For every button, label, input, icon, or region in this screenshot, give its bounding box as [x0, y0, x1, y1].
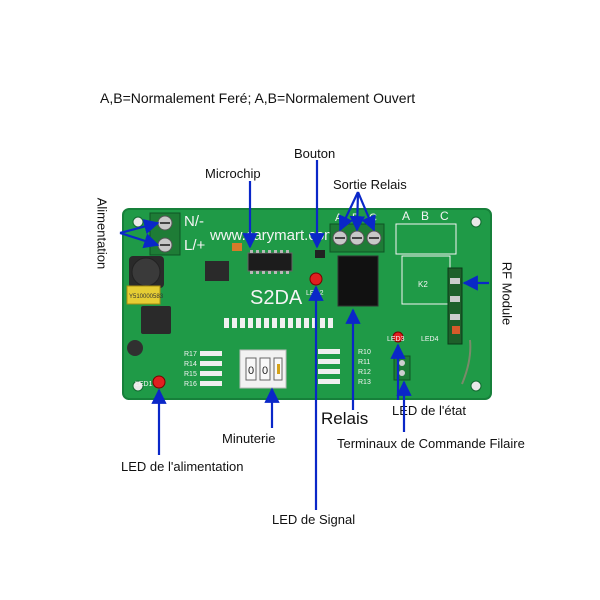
svg-text:R12: R12 [358, 369, 371, 376]
arrow-sortie-b [349, 191, 366, 232]
empty-relay-footprint: A B C K2 [395, 209, 457, 305]
svg-text:0: 0 [248, 365, 254, 377]
push-button [315, 250, 325, 258]
resistor-cluster-right: R10 R11 R12 R13 [318, 349, 371, 386]
wired-control-terminal [393, 355, 411, 381]
smd-row [224, 318, 333, 328]
mounting-hole [470, 216, 482, 228]
led-power [152, 375, 166, 389]
transformer [141, 306, 171, 334]
small-capacitor [127, 340, 143, 356]
resistor-cluster-left: R17 R14 R15 R16 [184, 351, 222, 388]
timer-switch: 0 0 [239, 349, 287, 389]
antenna-wire [461, 339, 472, 385]
power-terminal-block [149, 212, 181, 256]
term-label-n: N/- [184, 213, 204, 230]
callout-arrows [119, 160, 489, 510]
yellow-capacitor: Y510000583 [126, 285, 164, 305]
arrow-alim-top [119, 219, 160, 235]
microchip-ic [247, 252, 293, 272]
label-led-alimentation: LED de l'alimentation [121, 459, 244, 474]
label-terminaux: Terminaux de Commande Filaire [337, 436, 525, 451]
electrolytic-capacitor [129, 256, 164, 288]
mounting-hole [132, 380, 144, 392]
header-note: A,B=Normalement Feré; A,B=Normalement Ou… [100, 90, 416, 106]
microchip-pins [250, 250, 289, 274]
small-orange-part [232, 243, 242, 251]
svg-text:C: C [440, 209, 449, 223]
ic-chip-small [205, 261, 229, 281]
svg-text:R17: R17 [184, 351, 197, 358]
svg-text:R14: R14 [184, 361, 197, 368]
svg-text:B: B [421, 209, 429, 223]
svg-text:R11: R11 [358, 359, 370, 366]
label-relais: Relais [321, 409, 369, 428]
led3-label: LED3 [387, 336, 405, 343]
led-status [392, 331, 404, 343]
svg-text:R15: R15 [184, 371, 197, 378]
svg-text:0: 0 [262, 365, 268, 377]
board-model: S2DA [250, 287, 303, 309]
led-signal [309, 272, 323, 286]
label-sortie-relais: Sortie Relais [333, 177, 407, 192]
svg-text:R16: R16 [184, 381, 197, 388]
arrow-sortie-c [356, 191, 376, 232]
led2-label: LED2 [306, 290, 324, 297]
relay-letter-a: A [335, 212, 343, 224]
label-led-signal: LED de Signal [272, 512, 356, 527]
arrow-sortie-a [338, 191, 359, 232]
term-label-l: L/+ [184, 237, 206, 254]
led4-label: LED4 [421, 336, 439, 343]
arrow-alim-bottom [119, 231, 160, 249]
label-led-etat: LED de l'état [392, 403, 467, 418]
board-url: www.carymart.com [209, 227, 337, 244]
svg-text:R10: R10 [358, 349, 371, 356]
rf-module [447, 267, 463, 345]
label-minuterie: Minuterie [222, 431, 276, 446]
mounting-hole [470, 380, 482, 392]
svg-text:R13: R13 [358, 379, 371, 386]
label-bouton: Bouton [294, 146, 336, 161]
svg-text:A: A [402, 209, 410, 223]
label-microchip: Microchip [205, 166, 261, 181]
svg-text:K2: K2 [418, 280, 428, 289]
led1-label: LED1 [135, 381, 153, 388]
mounting-hole [132, 216, 144, 228]
svg-text:Y510000583: Y510000583 [129, 294, 164, 300]
relay [337, 255, 379, 307]
